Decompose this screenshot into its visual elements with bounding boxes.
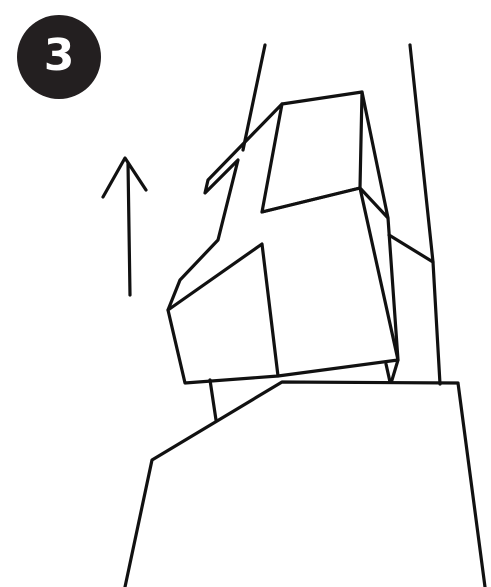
right-side bbox=[386, 216, 400, 382]
left-clamp bbox=[166, 242, 280, 385]
top-block bbox=[260, 90, 390, 220]
background-line-right bbox=[408, 43, 442, 386]
step-number-badge: 3 bbox=[17, 15, 101, 99]
neck-left bbox=[208, 378, 218, 422]
up-arrow-icon bbox=[101, 156, 148, 297]
base-pedestal bbox=[123, 380, 487, 587]
back-rail bbox=[387, 233, 435, 264]
neck-right bbox=[384, 362, 392, 384]
left-flap bbox=[166, 102, 284, 312]
background-line-left bbox=[241, 43, 267, 152]
front-face bbox=[260, 186, 400, 378]
step-number: 3 bbox=[43, 30, 75, 81]
